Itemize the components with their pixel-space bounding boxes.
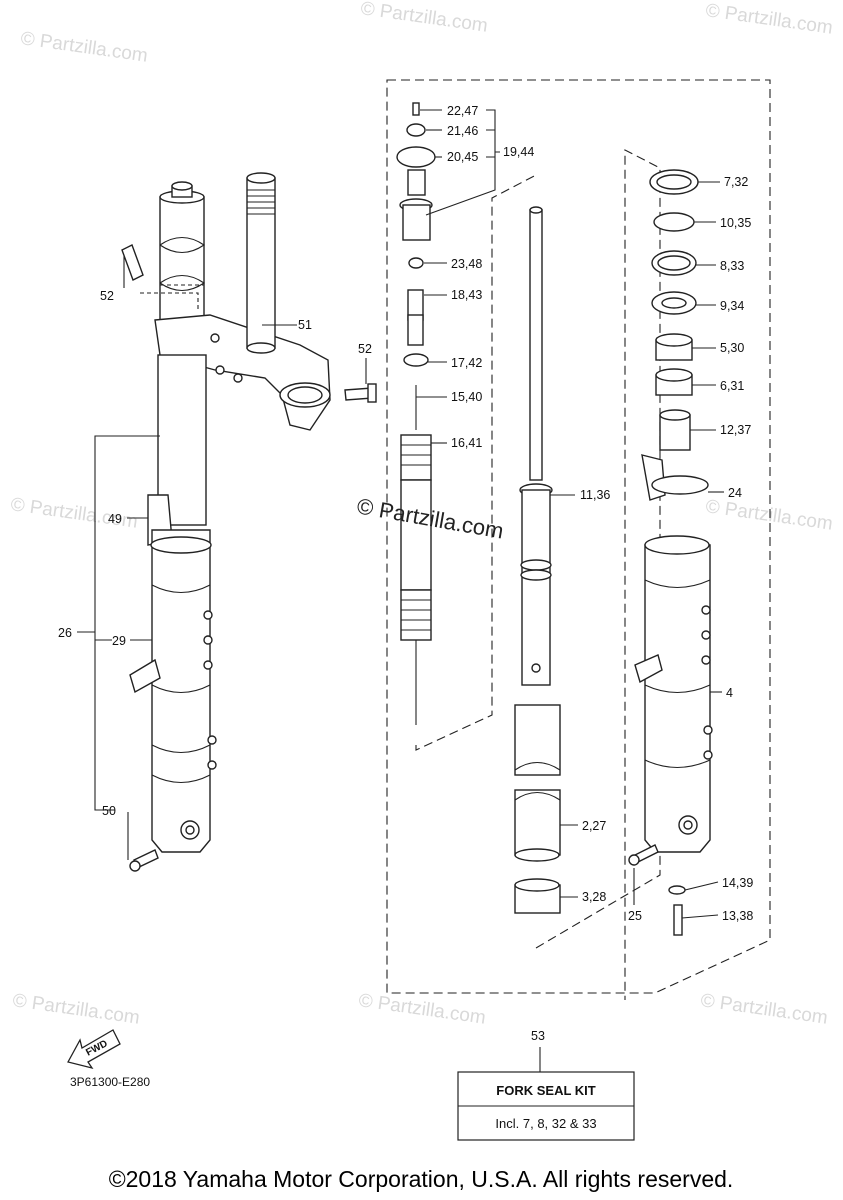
callout-52-left: 52 bbox=[100, 289, 114, 303]
callout-11-36: 11,36 bbox=[580, 488, 610, 502]
watermark: © Partzilla.com bbox=[19, 28, 149, 67]
callout-49: 49 bbox=[108, 512, 122, 526]
copyright-footer: ©2018 Yamaha Motor Corporation, U.S.A. A… bbox=[109, 1166, 734, 1192]
callout-16-41: 16,41 bbox=[451, 436, 482, 450]
callout-26: 26 bbox=[58, 626, 72, 640]
callout-15-40: 15,40 bbox=[451, 390, 482, 404]
callout-12-37: 12,37 bbox=[720, 423, 751, 437]
callout-20-45: 20,45 bbox=[447, 150, 478, 164]
watermark: © Partzilla.com bbox=[11, 990, 141, 1029]
callout-18-43: 18,43 bbox=[451, 288, 482, 302]
watermark: © Partzilla.com bbox=[704, 0, 834, 39]
callout-21-46: 21,46 bbox=[447, 124, 478, 138]
outer-tube-column bbox=[628, 169, 713, 936]
assembled-fork-leg bbox=[121, 172, 377, 872]
callout-22-47: 22,47 bbox=[447, 104, 478, 118]
callout-24: 24 bbox=[728, 486, 742, 500]
damper-column bbox=[396, 102, 436, 725]
callout-2-27: 2,27 bbox=[582, 819, 606, 833]
fork-seal-kit-box: FORK SEAL KIT Incl. 7, 8, 32 & 33 bbox=[457, 1071, 635, 1141]
callout-14-39: 14,39 bbox=[722, 876, 753, 890]
leader-lines bbox=[77, 109, 724, 1072]
callout-29: 29 bbox=[112, 634, 126, 648]
forward-arrow-icon: FWD bbox=[67, 1029, 121, 1070]
callout-25: 25 bbox=[628, 909, 642, 923]
watermark: © Partzilla.com bbox=[699, 990, 829, 1029]
callout-51: 51 bbox=[298, 318, 312, 332]
damper-group-boundary bbox=[415, 174, 537, 751]
callout-5-30: 5,30 bbox=[720, 341, 744, 355]
callout-9-34: 9,34 bbox=[720, 299, 744, 313]
callout-8-33: 8,33 bbox=[720, 259, 744, 273]
watermark: © Partzilla.com bbox=[704, 496, 834, 535]
damper-rod-column bbox=[514, 206, 561, 914]
callout-7-32: 7,32 bbox=[724, 175, 748, 189]
callout-10-35: 10,35 bbox=[720, 216, 751, 230]
callout-labels: 22,47 21,46 20,45 19,44 23,48 18,43 17,4… bbox=[58, 104, 753, 1043]
kit-description: Incl. 7, 8, 32 & 33 bbox=[495, 1116, 596, 1131]
diagram-reference-code: 3P61300-E280 bbox=[70, 1075, 150, 1089]
callout-23-48: 23,48 bbox=[451, 257, 482, 271]
callout-52-right: 52 bbox=[358, 342, 372, 356]
callout-19-44: 19,44 bbox=[503, 145, 534, 159]
callout-4: 4 bbox=[726, 686, 733, 700]
tube-group-boundary bbox=[535, 149, 661, 1000]
watermark: © Partzilla.com bbox=[359, 0, 489, 37]
callout-50: 50 bbox=[102, 804, 116, 818]
watermark: © Partzilla.com bbox=[357, 990, 487, 1029]
callout-6-31: 6,31 bbox=[720, 379, 744, 393]
callout-3-28: 3,28 bbox=[582, 890, 606, 904]
kit-title: FORK SEAL KIT bbox=[496, 1083, 595, 1098]
callout-13-38: 13,38 bbox=[722, 909, 753, 923]
callout-53: 53 bbox=[531, 1029, 545, 1043]
assembly-boundary bbox=[386, 79, 771, 994]
callout-17-42: 17,42 bbox=[451, 356, 482, 370]
